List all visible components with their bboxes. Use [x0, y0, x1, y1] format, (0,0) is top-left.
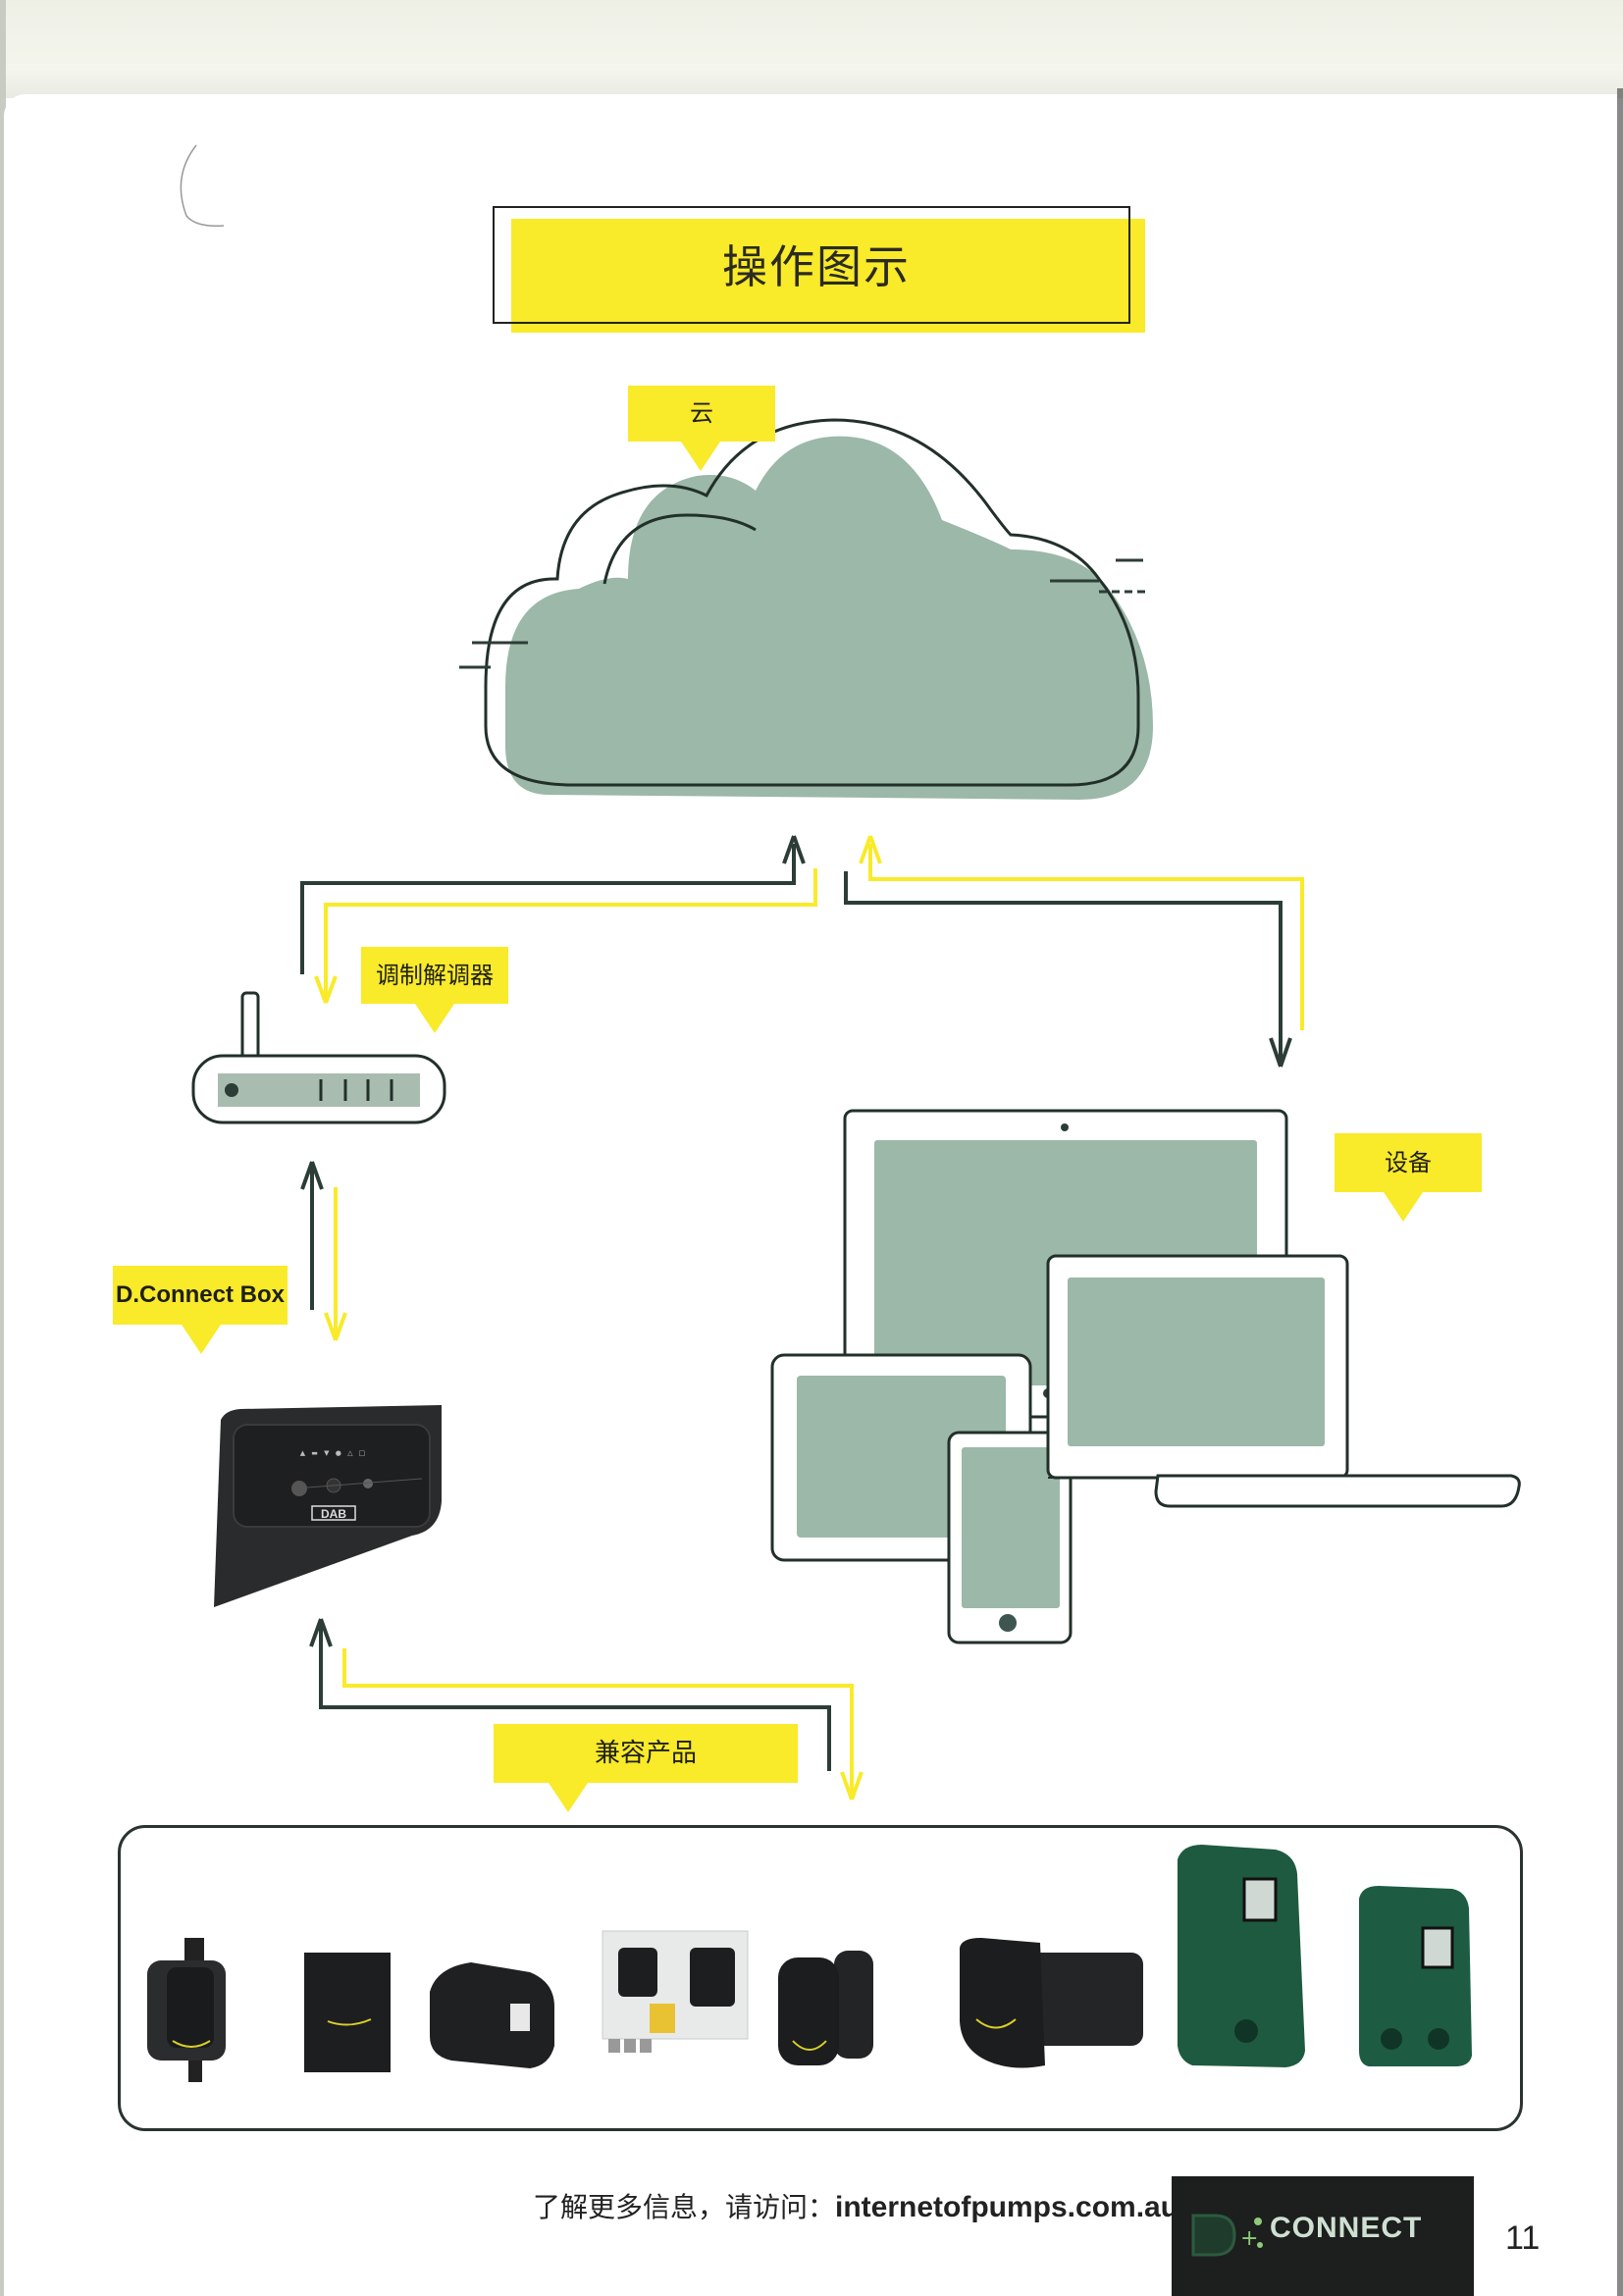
laptop-icon: [1046, 1254, 1521, 1508]
cloud-icon: [459, 418, 1153, 800]
product-inverter-controller: [430, 1962, 554, 2068]
arrow-devices-to-cloud: [859, 835, 1304, 1030]
product-circulator-pump-2: [778, 1951, 873, 2065]
compatible-products-panel: [118, 1825, 1523, 2131]
footer-prefix: 了解更多信息，请访问：: [533, 2191, 836, 2223]
callout-devices: 设备: [1335, 1133, 1482, 1222]
title-highlight: [511, 219, 1145, 333]
scan-margin: [0, 0, 1623, 98]
cloud-fill: [505, 436, 1153, 800]
product-esybox-tall: [1178, 1845, 1305, 2067]
product-wall-inverter-panel: [304, 1953, 391, 2072]
cloud-outline: [484, 418, 1140, 787]
callout-dconnect-box-label: D.Connect Box: [115, 1281, 285, 1308]
product-circulator-pump-1: [147, 1938, 226, 2082]
modem-icon: [191, 991, 446, 1124]
decorative-arc: [180, 144, 225, 228]
page-title: 操作图示: [722, 240, 911, 293]
page-number: 11: [1505, 2219, 1541, 2257]
callout-devices-label: 设备: [1385, 1149, 1432, 1176]
arrow-modem-to-cloud: [300, 835, 806, 974]
product-esybox-mini: [1359, 1886, 1472, 2066]
callout-compatible-products-label: 兼容产品: [594, 1739, 697, 1768]
title-frame: [493, 206, 1130, 324]
dconnect-logo-mark: +: [1191, 2214, 1263, 2257]
callout-compatible-products: 兼容产品: [494, 1724, 798, 1812]
footer-url-link[interactable]: internetofpumps.com.au: [835, 2191, 1179, 2223]
arrow-products-to-box: [309, 1618, 831, 1771]
dconnect-box-image: DAB ▲ ▬ ▼ ● △ □: [214, 1405, 442, 1607]
arrow-cloud-to-modem: [314, 868, 817, 1004]
svg-text:+: +: [1240, 2226, 1258, 2251]
product-control-panel: [602, 1930, 749, 2053]
scan-edge-right: [1617, 88, 1623, 2296]
dconnect-logo: + CONNECT: [1172, 2176, 1474, 2296]
arrow-modem-to-box: [324, 1187, 347, 1341]
devices-icon: [770, 1109, 1521, 1644]
dconnect-logo-text: CONNECT: [1270, 2212, 1423, 2244]
scan-edge-left: [0, 0, 6, 2296]
callout-modem-label: 调制解调器: [376, 962, 494, 989]
phone-icon: [947, 1431, 1073, 1644]
callout-dconnect-box: D.Connect Box: [113, 1266, 288, 1354]
footer-more-info: 了解更多信息，请访问：internetofpumps.com.au: [533, 2186, 1178, 2225]
callout-modem: 调制解调器: [361, 947, 508, 1033]
callout-cloud: 云: [628, 386, 775, 471]
svg-text:▲ ▬ ▼ ● △ □: ▲ ▬ ▼ ● △ □: [300, 1449, 368, 1457]
dab-logo: DAB: [321, 1507, 346, 1521]
arrow-box-to-modem: [300, 1161, 324, 1310]
callout-cloud-label: 云: [690, 399, 713, 427]
arrow-cloud-to-devices: [844, 871, 1292, 1068]
product-circulator-pump-3: [960, 1938, 1143, 2068]
arrow-box-to-products: [342, 1648, 864, 1800]
